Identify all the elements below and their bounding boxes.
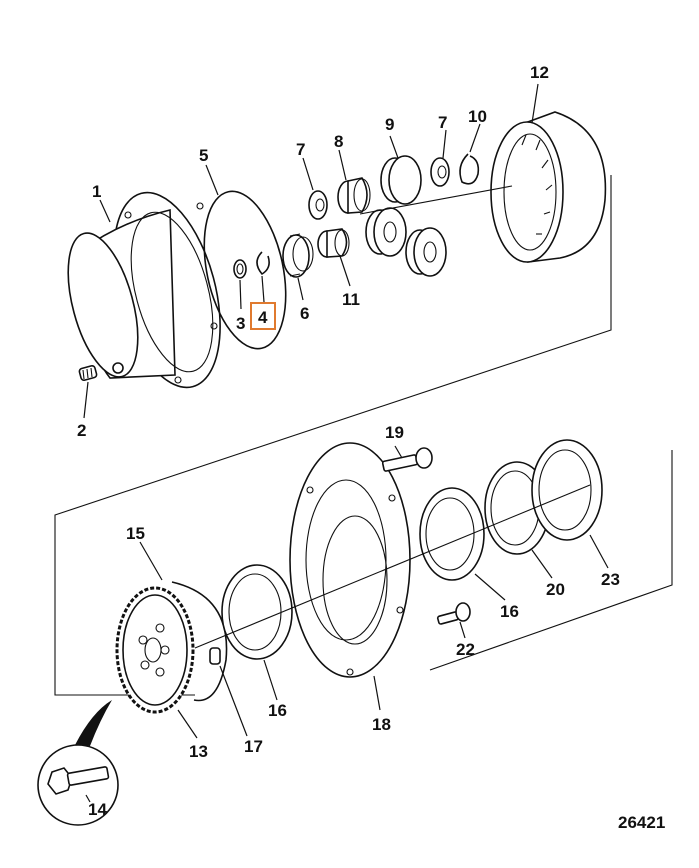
callout-8: 8: [334, 132, 343, 151]
callout-7-left: 7: [296, 140, 305, 159]
part-10-circlip: [459, 153, 480, 185]
callout-4-highlight-box[interactable]: [250, 302, 276, 330]
callout-1: 1: [92, 182, 101, 201]
callout-16-right: 16: [500, 602, 519, 621]
callout-3: 3: [236, 314, 245, 333]
detail-pointer: [75, 700, 112, 746]
callout-9: 9: [385, 115, 394, 134]
part-15-circlip: [171, 581, 228, 702]
lower-axis-line: [194, 484, 591, 649]
callout-20: 20: [546, 580, 565, 599]
part-22-bolt: [436, 602, 471, 625]
callout-labels: 1 2 3 4 5 6 7 7 8 9 10 11 12 13 14 15 16…: [77, 63, 620, 819]
callout-7-right: 7: [438, 113, 447, 132]
part-19-bolt: [381, 447, 433, 472]
callout-18: 18: [372, 715, 391, 734]
callout-17: 17: [244, 737, 263, 756]
assembly-boundary: [54, 175, 673, 696]
part-7-thrust-washer-left: [308, 190, 328, 220]
part-11-needle-bearing: [317, 228, 350, 258]
part-12-ring-gear: [490, 111, 607, 263]
part-16-seal-left: [221, 564, 293, 660]
leader-lines: [83, 83, 609, 803]
part-14-detail: [37, 700, 119, 826]
callout-12: 12: [530, 63, 549, 82]
part-1-hub-housing: [67, 191, 221, 389]
part-3-washer: [233, 259, 247, 279]
part-9-planet-gears: [365, 155, 447, 277]
callout-19: 19: [385, 423, 404, 442]
callout-23: 23: [601, 570, 620, 589]
part-2-plug: [78, 365, 98, 381]
part-13-tone-wheel: [115, 586, 195, 714]
callout-15: 15: [126, 524, 145, 543]
reference-number: 26421: [618, 813, 665, 832]
part-16-seal-right: [419, 487, 485, 581]
part-18-hub-flange: [289, 442, 411, 678]
callout-4[interactable]: 4: [258, 308, 268, 327]
upper-axis-line: [359, 185, 513, 215]
callout-14: 14: [88, 800, 107, 819]
callout-10: 10: [468, 107, 487, 126]
part-23-shim: [531, 439, 603, 541]
callout-13: 13: [189, 742, 208, 761]
callout-5: 5: [199, 146, 208, 165]
part-8-needle-bearing: [337, 177, 371, 214]
part-5-gasket: [203, 190, 287, 350]
callout-6: 6: [300, 304, 309, 323]
callout-22: 22: [456, 640, 475, 659]
callout-16-left: 16: [268, 701, 287, 720]
part-4-circlip: [256, 251, 270, 276]
part-17-dowel: [209, 647, 221, 665]
part-7-thrust-washer-right: [430, 157, 450, 187]
part-6-planet-gear: [282, 233, 314, 278]
callout-11: 11: [342, 290, 360, 309]
callout-2: 2: [77, 421, 86, 440]
